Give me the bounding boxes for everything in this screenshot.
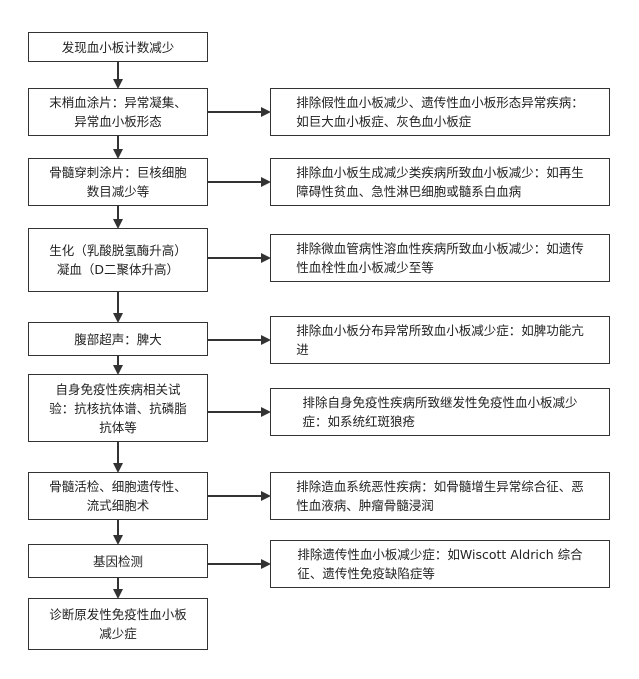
step-box-7-text: 骨髓活检、细胞遗传性、 流式细胞术: [49, 479, 187, 513]
step-box-8: 基因检测: [28, 544, 208, 578]
exclusion-box-3-text: 排除血小板生成减少类疾病所致血小板减少：如再生 障碍性贫血、急性淋巴细胞或髓系白…: [296, 165, 584, 199]
step-box-1-text: 发现血小板计数减少: [61, 39, 175, 55]
exclusion-box-5-text: 排除血小板分布异常所致血小板减少症：如脾功能亢 进: [296, 323, 584, 357]
step-box-3-text: 骨髓穿刺涂片：巨核细胞 数目减少等: [49, 165, 187, 199]
exclusion-box-8: 排除遗传性血小板减少症：如Wiscott Aldrich 综合 征、遗传性免疫缺…: [270, 540, 610, 588]
exclusion-box-3: 排除血小板生成减少类疾病所致血小板减少：如再生 障碍性贫血、急性淋巴细胞或髓系白…: [270, 158, 610, 206]
exclusion-box-6-text: 排除自身免疫性疾病所致继发性免疫性血小板减少 症：如系统红斑狼疮: [302, 395, 578, 429]
exclusion-box-2: 排除假性血小板减少、遗传性血小板形态异常疾病： 如巨大血小板症、灰色血小板症: [270, 88, 610, 136]
exclusion-box-7-text: 排除造血系统恶性疾病：如骨髓增生异常综合征、恶 性血液病、肿瘤骨髓浸润: [296, 479, 584, 513]
step-box-8-text: 基因检测: [92, 553, 143, 569]
exclusion-box-7: 排除造血系统恶性疾病：如骨髓增生异常综合征、恶 性血液病、肿瘤骨髓浸润: [270, 472, 610, 520]
step-box-4: 生化（乳酸脱氢酶升高） 凝血（D二聚体升高）: [28, 228, 208, 292]
step-box-5-text: 腹部超声：脾大: [74, 331, 162, 347]
step-box-9-text: 诊断原发性免疫性血小板 减少症: [49, 607, 187, 641]
exclusion-box-2-text: 排除假性血小板减少、遗传性血小板形态异常疾病： 如巨大血小板症、灰色血小板症: [296, 95, 584, 129]
exclusion-box-4: 排除微血管病性溶血性疾病所致血小板减少：如遗传 性血栓性血小板减少至等: [270, 234, 610, 282]
step-box-3: 骨髓穿刺涂片：巨核细胞 数目减少等: [28, 158, 208, 206]
exclusion-box-4-text: 排除微血管病性溶血性疾病所致血小板减少：如遗传 性血栓性血小板减少至等: [296, 241, 584, 275]
exclusion-box-5: 排除血小板分布异常所致血小板减少症：如脾功能亢 进: [270, 316, 610, 364]
exclusion-box-6: 排除自身免疫性疾病所致继发性免疫性血小板减少 症：如系统红斑狼疮: [270, 388, 610, 436]
step-box-5: 腹部超声：脾大: [28, 322, 208, 356]
step-box-6-text: 自身免疫性疾病相关试 验：抗核抗体谱、抗磷脂 抗体等: [49, 381, 187, 435]
exclusion-box-8-text: 排除遗传性血小板减少症：如Wiscott Aldrich 综合 征、遗传性免疫缺…: [297, 547, 583, 581]
step-box-2: 末梢血涂片：异常凝集、 异常血小板形态: [28, 88, 208, 136]
step-box-6: 自身免疫性疾病相关试 验：抗核抗体谱、抗磷脂 抗体等: [28, 374, 208, 442]
step-box-1: 发现血小板计数减少: [28, 32, 208, 62]
step-box-4-text: 生化（乳酸脱氢酶升高） 凝血（D二聚体升高）: [49, 243, 187, 277]
step-box-7: 骨髓活检、细胞遗传性、 流式细胞术: [28, 472, 208, 520]
step-box-9: 诊断原发性免疫性血小板 减少症: [28, 598, 208, 650]
step-box-2-text: 末梢血涂片：异常凝集、 异常血小板形态: [49, 95, 187, 129]
